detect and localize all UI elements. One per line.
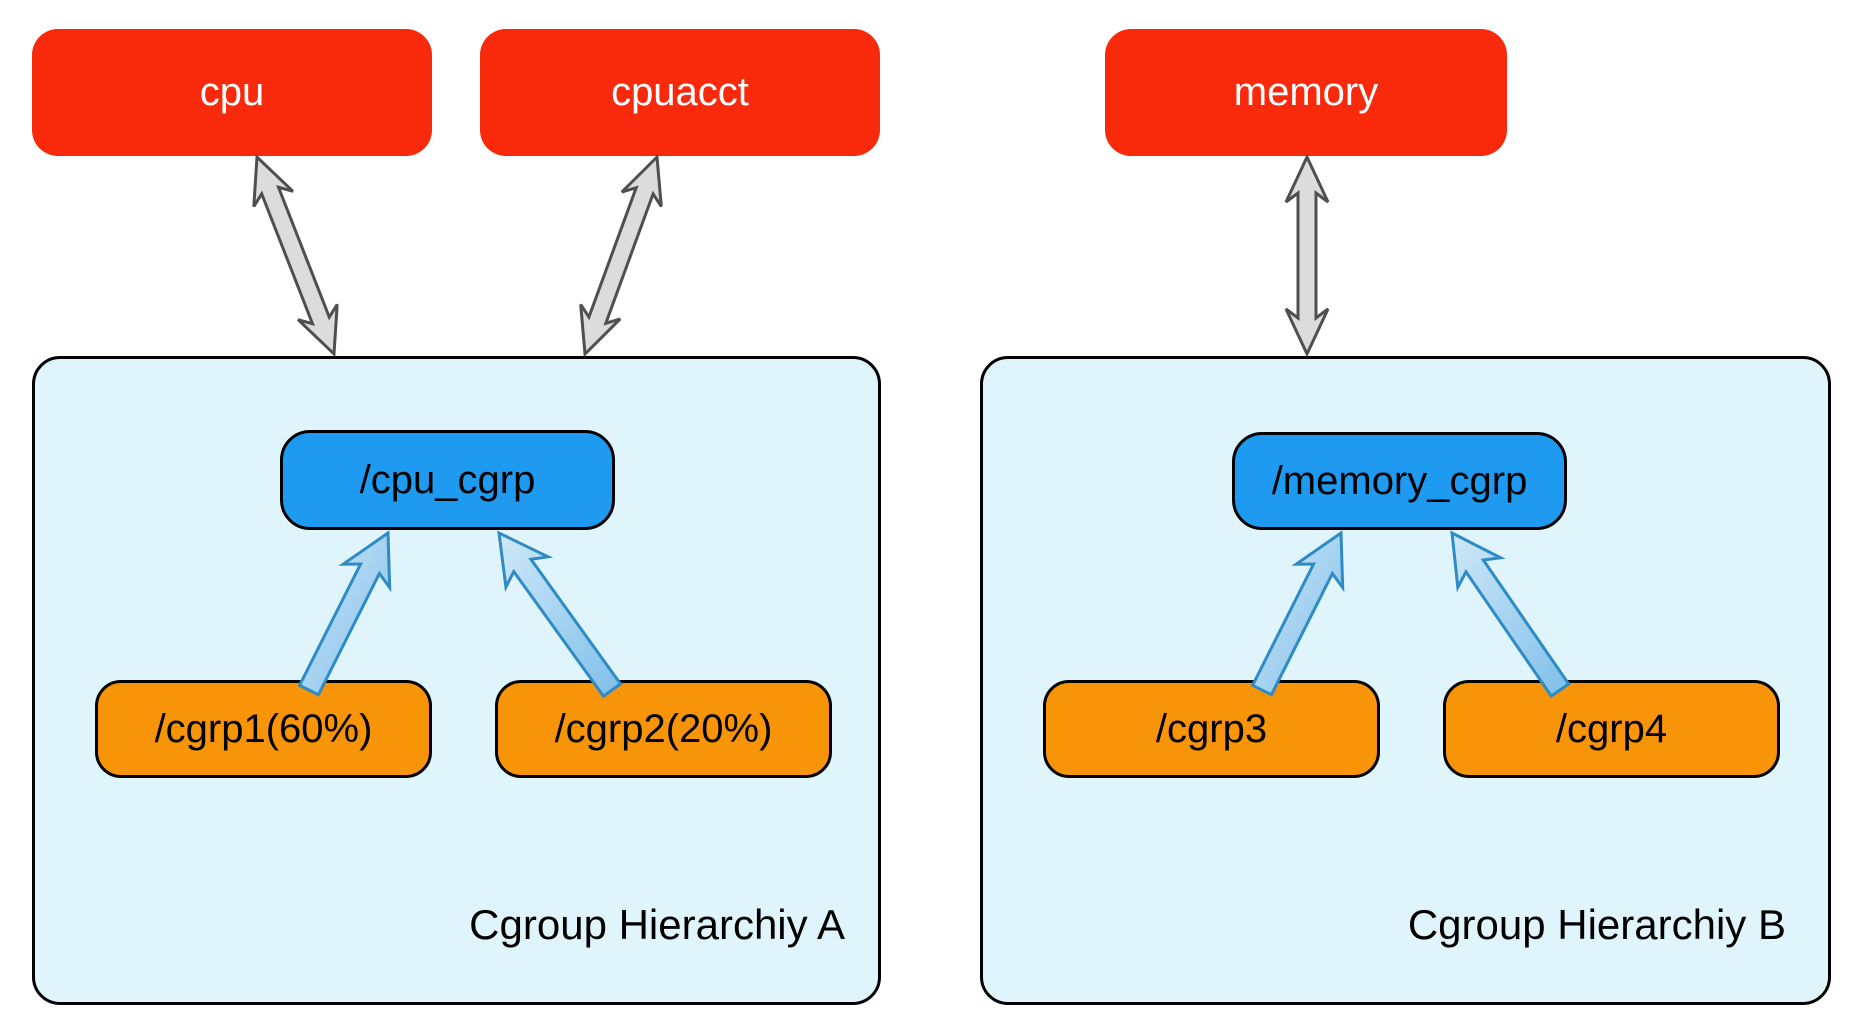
cgroup-child-box-cgrp3: /cgrp3 bbox=[1043, 680, 1380, 778]
gray-bidirectional-arrows bbox=[252, 153, 1330, 358]
cgroup-root-label-cpu-cgrp: /cpu_cgrp bbox=[359, 457, 536, 502]
cgroup-root-box-cpu-cgrp: /cpu_cgrp bbox=[280, 430, 615, 530]
cpu-to-hierarchy-a-arrow bbox=[252, 153, 339, 358]
controller-label-cpu: cpu bbox=[199, 70, 265, 114]
cgroup-child-label-cgrp2: /cgrp2(20%) bbox=[554, 706, 773, 751]
cgroup-child-box-cgrp2: /cgrp2(20%) bbox=[495, 680, 832, 778]
memory-to-hierarchy-b-arrow bbox=[1284, 153, 1330, 358]
controller-box-memory: memory bbox=[1105, 29, 1507, 156]
cpuacct-to-hierarchy-a-arrow bbox=[579, 153, 663, 358]
cgroup-root-label-memory-cgrp: /memory_cgrp bbox=[1271, 458, 1528, 503]
hierarchy-b-caption: Cgroup Hierarchiy B bbox=[1407, 901, 1786, 948]
controller-box-cpuacct: cpuacct bbox=[480, 29, 880, 156]
cgroup-child-label-cgrp1: /cgrp1(60%) bbox=[154, 706, 373, 751]
hierarchy-a-caption: Cgroup Hierarchiy A bbox=[469, 901, 845, 948]
controller-box-cpu: cpu bbox=[32, 29, 432, 156]
controller-label-memory: memory bbox=[1233, 70, 1379, 114]
cgroup-child-label-cgrp4: /cgrp4 bbox=[1555, 706, 1668, 751]
cgroup-root-box-memory-cgrp: /memory_cgrp bbox=[1232, 432, 1567, 530]
cgroup-child-box-cgrp1: /cgrp1(60%) bbox=[95, 680, 432, 778]
cgroup-child-box-cgrp4: /cgrp4 bbox=[1443, 680, 1780, 778]
cgroup-child-label-cgrp3: /cgrp3 bbox=[1155, 706, 1268, 751]
controller-label-cpuacct: cpuacct bbox=[611, 70, 749, 114]
